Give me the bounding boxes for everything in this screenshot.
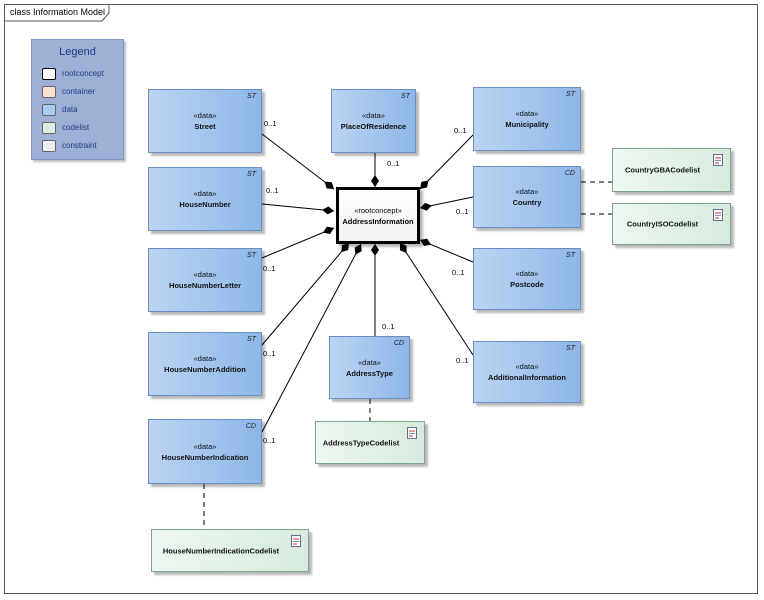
class-stereotype: «data» <box>362 111 385 120</box>
type-tag: ST <box>247 336 256 343</box>
codelist-countryiso[interactable]: CountryISOCodelist <box>612 203 731 245</box>
codelist-housenumberindication[interactable]: HouseNumberIndicationCodelist <box>151 529 309 572</box>
type-tag: ST <box>566 345 575 352</box>
class-street[interactable]: ST «data» Street <box>148 89 262 153</box>
class-name: HouseNumberLetter <box>168 281 242 290</box>
legend-item-codelist: codelist <box>42 122 122 136</box>
document-icon <box>291 535 301 547</box>
class-addressinformation[interactable]: «rootconcept» AddressInformation <box>336 187 420 244</box>
legend: Legend rootconcept container data codeli… <box>31 39 124 160</box>
class-stereotype: «data» <box>515 187 539 196</box>
assoc-housenumberaddition[interactable] <box>261 242 350 346</box>
class-name: HouseNumberAddition <box>164 365 246 374</box>
type-tag: ST <box>401 93 410 100</box>
class-stereotype: «data» <box>193 189 217 198</box>
class-stereotype: «data» <box>193 270 217 279</box>
legend-item-container: container <box>42 86 122 100</box>
type-tag: ST <box>247 252 256 259</box>
document-icon <box>407 427 417 439</box>
type-tag: CD <box>393 340 404 347</box>
assoc-municipality[interactable] <box>419 134 474 190</box>
legend-item-rootconcept: rootconcept <box>42 68 122 82</box>
class-name: Postcode <box>510 280 544 289</box>
codelist-name: AddressTypeCodelist <box>322 438 400 447</box>
class-stereotype: «data» <box>193 354 217 363</box>
legend-label: rootconcept <box>62 69 104 78</box>
class-name: AddressType <box>346 368 393 378</box>
class-stereotype: «data» <box>515 362 539 371</box>
class-housenumberaddition[interactable]: ST «data» HouseNumberAddition <box>148 332 262 396</box>
legend-label: data <box>62 105 78 114</box>
class-housenumberindication[interactable]: CD «data»HouseNumberIndication <box>148 419 262 484</box>
multiplicity-additionalinformation: 0..1 <box>456 356 469 365</box>
class-stereotype: «data» <box>193 441 217 451</box>
legend-label: container <box>62 87 95 96</box>
legend-swatch-constraint <box>42 140 56 152</box>
class-stereotype: «data» <box>193 111 217 120</box>
assoc-additionalinformation[interactable] <box>399 242 474 356</box>
multiplicity-housenumberaddition: 0..1 <box>263 349 276 358</box>
multiplicity-country: 0..1 <box>456 207 469 216</box>
class-name: PlaceOfResidence <box>340 122 407 131</box>
multiplicity-placeofresidence: 0..1 <box>387 159 400 168</box>
multiplicity-street: 0..1 <box>264 119 277 128</box>
codelist-name: HouseNumberIndicationCodelist <box>162 546 280 555</box>
class-stereotype: «data» <box>358 357 381 367</box>
class-name: Country <box>512 198 542 207</box>
assoc-postcode[interactable] <box>419 238 474 263</box>
multiplicity-addresstype: 0..1 <box>382 322 395 331</box>
type-tag: ST <box>247 93 256 100</box>
class-name: Street <box>194 122 216 131</box>
codelist-name: CountryISOCodelist <box>626 219 699 229</box>
class-country[interactable]: CD «data» Country <box>473 166 581 228</box>
legend-swatch-codelist <box>42 122 56 134</box>
type-tag: ST <box>247 171 256 178</box>
multiplicity-municipality: 0..1 <box>454 126 467 135</box>
class-stereotype: «data» <box>515 109 539 118</box>
document-icon <box>713 154 723 166</box>
assoc-country[interactable] <box>419 196 474 211</box>
assoc-housenumber[interactable] <box>261 203 335 215</box>
class-municipality[interactable]: ST «data» Municipality <box>473 87 581 151</box>
class-stereotype: «data» <box>515 269 539 278</box>
legend-item-constraint: constraint <box>42 140 122 154</box>
multiplicity-housenumber: 0..1 <box>266 186 279 195</box>
type-tag: ST <box>566 91 575 98</box>
legend-label: constraint <box>62 141 97 150</box>
type-tag: CD <box>245 423 256 430</box>
multiplicity-postcode: 0..1 <box>452 268 465 277</box>
class-housenumber[interactable]: ST «data» HouseNumber <box>148 167 262 231</box>
class-housenumberletter[interactable]: ST «data» HouseNumberLetter <box>148 248 262 312</box>
class-name: HouseNumber <box>179 200 231 209</box>
class-stereotype: «rootconcept» <box>354 205 402 215</box>
class-addresstype[interactable]: CD «data»AddressType <box>329 336 410 399</box>
class-name: AddressInformation <box>342 216 414 226</box>
class-placeofresidence[interactable]: ST «data» PlaceOfResidence <box>331 89 416 153</box>
class-name: HouseNumberIndication <box>161 452 249 462</box>
codelist-countrygba[interactable]: CountryGBACodelist <box>612 148 731 192</box>
multiplicity-housenumberletter: 0..1 <box>263 264 276 273</box>
diagram-frame <box>4 4 758 594</box>
type-tag: ST <box>566 252 575 259</box>
legend-title: Legend <box>59 46 96 58</box>
assoc-housenumberletter[interactable] <box>261 226 335 259</box>
legend-swatch-rootconcept <box>42 68 56 80</box>
type-tag: CD <box>564 170 575 177</box>
multiplicity-housenumberindication: 0..1 <box>263 436 276 445</box>
class-additionalinformation[interactable]: ST «data» AdditionalInformation <box>473 341 581 403</box>
legend-swatch-container <box>42 86 56 98</box>
legend-label: codelist <box>62 123 90 132</box>
class-name: AdditionalInformation <box>488 373 566 382</box>
codelist-name: CountryGBACodelist <box>625 165 700 175</box>
assoc-street[interactable] <box>261 133 335 190</box>
codelist-addresstype[interactable]: AddressTypeCodelist <box>315 421 425 464</box>
class-postcode[interactable]: ST «data» Postcode <box>473 248 581 310</box>
diagram-title: class Information Model <box>10 7 106 17</box>
assoc-housenumberindication[interactable] <box>261 243 362 433</box>
class-name: Municipality <box>505 120 549 129</box>
document-icon <box>713 209 723 221</box>
legend-item-data: data <box>42 104 122 118</box>
legend-swatch-data <box>42 104 56 116</box>
